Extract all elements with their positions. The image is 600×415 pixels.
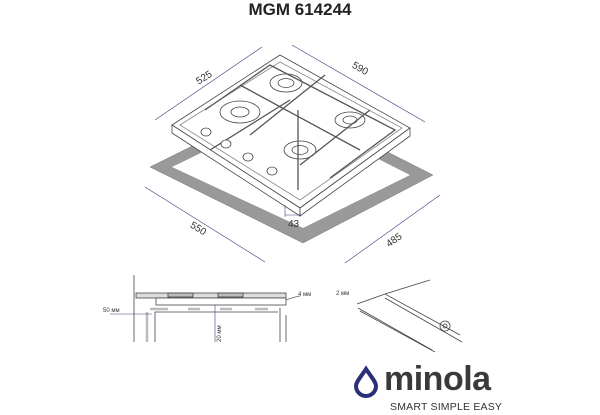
label-50mm: 50 мм xyxy=(103,308,120,314)
hob-body xyxy=(171,54,411,217)
grates xyxy=(204,64,397,190)
dim-525: 525 xyxy=(194,69,214,88)
model-title: MGM 614244 xyxy=(248,0,352,19)
dim-550: 550 xyxy=(188,220,208,238)
logo-drop-icon xyxy=(353,365,379,398)
label-2mm: 2 мм xyxy=(336,291,349,297)
installation-section xyxy=(110,275,301,342)
burners xyxy=(219,73,366,160)
brand-tagline: SMART SIMPLE EASY xyxy=(390,401,503,413)
label-4mm: 4 мм xyxy=(298,292,311,298)
seal-detail xyxy=(356,279,463,353)
dim-43: 43 xyxy=(288,219,300,230)
dim-590: 590 xyxy=(350,60,370,78)
control-knobs xyxy=(200,127,278,176)
label-20mm: 20 мм xyxy=(217,325,223,342)
brand-logo: minola xyxy=(384,360,491,398)
dim-485: 485 xyxy=(384,231,404,250)
dimension-lines xyxy=(144,44,441,264)
